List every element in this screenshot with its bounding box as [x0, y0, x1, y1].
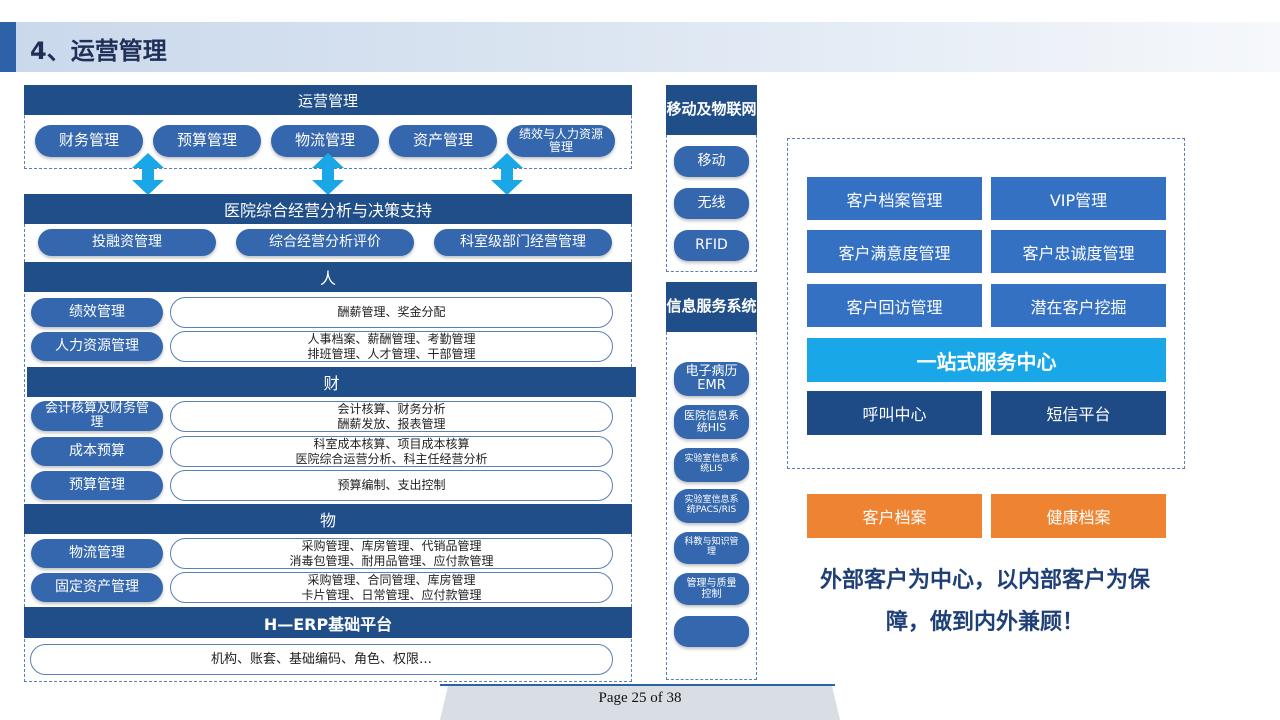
sms-platform[interactable]: 短信平台 [991, 391, 1166, 435]
ops-item-hr[interactable]: 绩效与人力资源管理 [507, 125, 615, 157]
people-header: 人 [24, 262, 632, 292]
analysis-header: 医院综合经营分析与决策支持 [24, 194, 632, 224]
card-loyalty[interactable]: 客户忠诚度管理 [991, 230, 1166, 273]
customer-archive[interactable]: 客户档案 [807, 494, 982, 538]
ops-item-budget[interactable]: 预算管理 [153, 125, 261, 157]
footer-line [440, 684, 835, 686]
title-accent [0, 22, 16, 72]
material-row-assets-detail: 采购管理、合同管理、库房管理 卡片管理、日常管理、应付款管理 [170, 572, 613, 603]
health-archive[interactable]: 健康档案 [991, 494, 1166, 538]
slogan-line-1: 外部客户为中心，以内部客户为保 [819, 568, 1150, 593]
material-header: 物 [24, 504, 632, 534]
call-center[interactable]: 呼叫中心 [807, 391, 982, 435]
card-satisfaction[interactable]: 客户满意度管理 [807, 230, 982, 273]
info-item-emr[interactable]: 电子病历EMR [674, 362, 749, 396]
mobile-item-rfid[interactable]: RFID [674, 230, 749, 261]
analysis-item-investment[interactable]: 投融资管理 [38, 229, 216, 256]
info-item-lis[interactable]: 实验室信息系统LIS [674, 448, 749, 482]
finance-row-cost-detail: 科室成本核算、项目成本核算 医院综合运营分析、科主任经营分析 [170, 436, 613, 467]
platform-header: H—ERP基础平台 [24, 607, 632, 638]
footer-tab [440, 686, 840, 720]
analysis-item-department[interactable]: 科室级部门经营管理 [434, 229, 612, 256]
slogan-line-2: 障，做到内外兼顾！ [885, 610, 1084, 635]
finance-row-budget-detail: 预算编制、支出控制 [170, 470, 613, 501]
people-row-hr-label[interactable]: 人力资源管理 [31, 332, 163, 361]
service-frame [787, 138, 1185, 469]
page-number: Page 25 of 38 [598, 690, 682, 706]
finance-header: 财 [27, 367, 636, 397]
double-arrow-icon [312, 153, 344, 195]
info-item-quality[interactable]: 管理与质量控制 [674, 573, 749, 605]
card-customer-archive[interactable]: 客户档案管理 [807, 177, 982, 220]
mobile-header: 移动及物联网 [666, 85, 757, 135]
title-bar: 4、运营管理 [0, 22, 1280, 72]
ops-item-logistics[interactable]: 物流管理 [271, 125, 379, 157]
people-row-performance-detail: 酬薪管理、奖金分配 [170, 297, 613, 328]
people-row-performance-label[interactable]: 绩效管理 [31, 298, 163, 327]
finance-row-accounting-label[interactable]: 会计核算及财务管理 [31, 401, 163, 431]
info-item-empty[interactable] [674, 616, 749, 647]
people-row-hr-detail: 人事档案、薪酬管理、考勤管理 排班管理、人才管理、干部管理 [170, 331, 613, 362]
mobile-item-mobile[interactable]: 移动 [674, 146, 749, 177]
ops-item-assets[interactable]: 资产管理 [389, 125, 497, 157]
double-arrow-icon [132, 153, 164, 195]
info-item-research[interactable]: 科教与知识管理 [674, 532, 749, 564]
ops-item-finance[interactable]: 财务管理 [35, 125, 143, 157]
material-row-logistics-detail: 采购管理、库房管理、代销品管理 消毒包管理、耐用品管理、应付款管理 [170, 538, 613, 569]
info-item-pacs[interactable]: 实验室信息系统PACS/RIS [674, 489, 749, 523]
card-potential[interactable]: 潜在客户挖掘 [991, 284, 1166, 327]
finance-row-accounting-detail: 会计核算、财务分析 酬薪发放、报表管理 [170, 401, 613, 432]
platform-detail: 机构、账套、基础编码、角色、权限… [30, 644, 613, 675]
analysis-item-evaluation[interactable]: 综合经营分析评价 [236, 229, 414, 256]
one-stop-service-center[interactable]: 一站式服务中心 [807, 338, 1166, 382]
info-item-his[interactable]: 医院信息系统HIS [674, 405, 749, 439]
finance-row-budget-label[interactable]: 预算管理 [31, 471, 163, 500]
material-row-assets-label[interactable]: 固定资产管理 [31, 573, 163, 602]
double-arrow-icon [491, 153, 523, 195]
finance-row-cost-label[interactable]: 成本预算 [31, 437, 163, 466]
mobile-item-wireless[interactable]: 无线 [674, 188, 749, 219]
card-vip[interactable]: VIP管理 [991, 177, 1166, 220]
material-row-logistics-label[interactable]: 物流管理 [31, 539, 163, 568]
info-header: 信息服务系统 [666, 282, 757, 332]
ops-header: 运营管理 [24, 85, 632, 115]
page-title: 4、运营管理 [30, 37, 167, 65]
card-revisit[interactable]: 客户回访管理 [807, 284, 982, 327]
